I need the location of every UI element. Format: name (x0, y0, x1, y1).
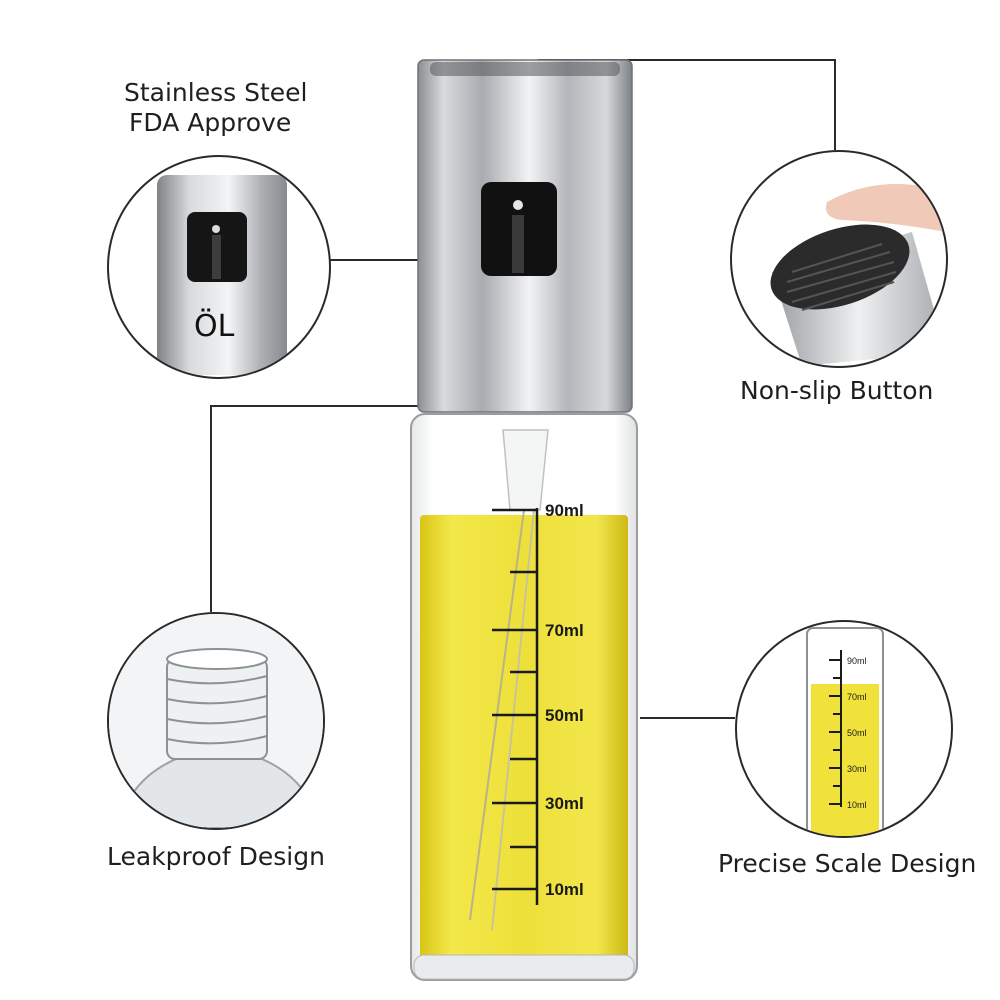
nonslip-detail-circle (730, 150, 948, 368)
scale-mark-10: 10ml (545, 880, 584, 899)
mini-mark-90: 90ml (847, 656, 867, 666)
mini-mark-30: 30ml (847, 764, 867, 774)
mini-mark-10: 10ml (847, 800, 867, 810)
leakproof-label: Leakproof Design (107, 842, 325, 871)
scale-mark-50: 50ml (545, 706, 584, 725)
scale-mark-30: 30ml (545, 794, 584, 813)
scale-mark-90: 90ml (545, 501, 584, 520)
mini-mark-70: 70ml (847, 692, 867, 702)
oil-fill (420, 515, 628, 960)
line-nonslip (538, 59, 836, 150)
mini-mark-50: 50ml (847, 728, 867, 738)
nonslip-label: Non-slip Button (740, 376, 934, 405)
cap-text-ol: ÖL (194, 309, 235, 344)
steel-label-line2: FDA Approve (129, 108, 292, 137)
leakproof-detail-circle (107, 612, 325, 830)
scale-label: Precise Scale Design (718, 849, 977, 878)
scale-ticks (492, 508, 537, 891)
steel-label-line1: Stainless Steel (124, 78, 308, 107)
scale-mark-70: 70ml (545, 621, 584, 640)
line-leakproof (210, 405, 418, 612)
steel-detail-circle: ÖL (107, 155, 331, 379)
scale-detail-circle: 90ml 70ml 50ml 30ml 10ml (735, 620, 953, 838)
